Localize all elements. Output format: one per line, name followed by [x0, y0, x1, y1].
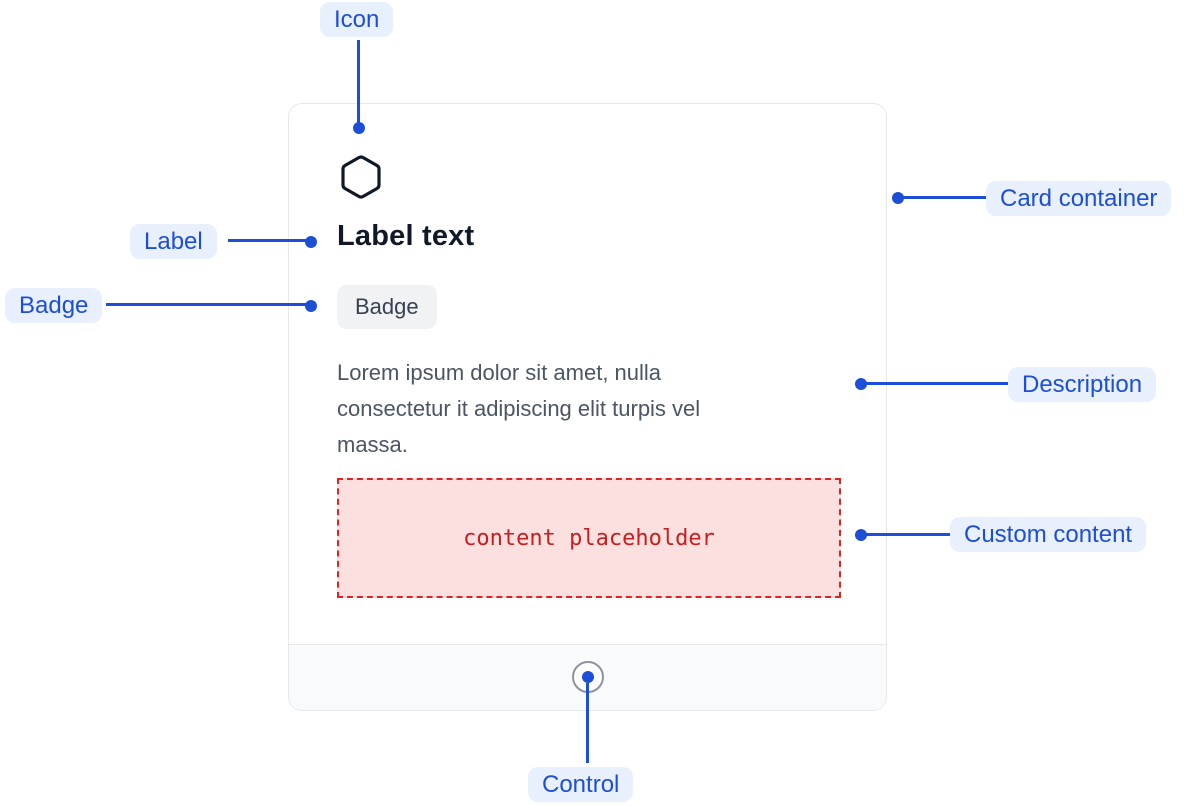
- custom-content-callout-line: [863, 533, 950, 536]
- label-callout-pill: Label: [130, 224, 217, 259]
- description-callout-pill: Description: [1008, 367, 1157, 402]
- custom-content-callout-dot: [855, 529, 867, 541]
- icon-callout-dot: [353, 122, 365, 134]
- description-callout-dot: [855, 378, 867, 390]
- badge-callout-line: [106, 303, 311, 306]
- label-callout-line: [228, 239, 311, 242]
- card-description: Lorem ipsum dolor sit amet, nulla consec…: [337, 360, 701, 457]
- placeholder-text: content placeholder: [463, 525, 715, 551]
- badge-callout-dot: [305, 300, 317, 312]
- custom-content-callout-pill: Custom content: [950, 517, 1147, 552]
- card: Label text Badge Lorem ipsum dolor sit a…: [288, 103, 887, 711]
- control-callout-line: [586, 683, 589, 763]
- hexagon-icon: [341, 155, 381, 199]
- label-callout-dot: [305, 236, 317, 248]
- card-container-callout-pill: Card container: [986, 181, 1172, 216]
- icon-callout-line: [357, 40, 360, 124]
- custom-content-placeholder: content placeholder: [337, 478, 841, 598]
- card-badge: Badge: [337, 285, 437, 329]
- description-callout-line: [863, 382, 1008, 385]
- control-callout-pill: Control: [528, 767, 634, 802]
- card-label: Label text: [337, 220, 475, 252]
- control-callout-dot: [582, 671, 594, 683]
- badge-callout-pill: Badge: [5, 288, 103, 323]
- icon-callout-pill: Icon: [320, 2, 394, 37]
- card-container-callout-line: [900, 196, 986, 199]
- card-container-callout-dot: [892, 192, 904, 204]
